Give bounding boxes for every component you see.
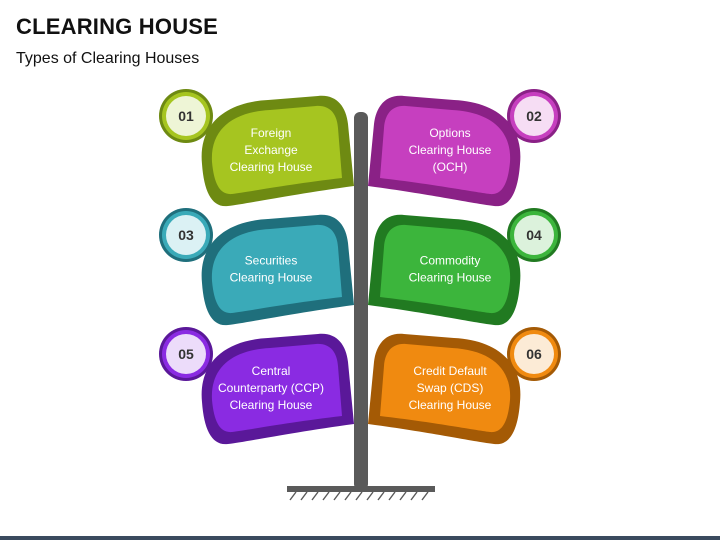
number-badge-label: 03: [178, 227, 194, 243]
number-badge-label: 01: [178, 108, 194, 124]
ground-hatch-mark: [399, 491, 407, 501]
number-badge: [166, 215, 206, 255]
number-badge: [166, 96, 206, 136]
leaf-label-line: Securities: [245, 254, 298, 268]
leaf-body: [211, 105, 342, 195]
number-badge-label: 06: [526, 346, 542, 362]
leaf-label-line: Exchange: [244, 143, 298, 157]
leaf-label-line: Swap (CDS): [417, 381, 484, 395]
page-title: CLEARING HOUSE: [16, 14, 219, 39]
leaf-body: [380, 343, 511, 433]
number-badge: [514, 96, 554, 136]
leaf-body: [211, 224, 342, 314]
leaf-label-line: Clearing House: [230, 398, 313, 412]
leaf-label-line: Clearing House: [230, 160, 313, 174]
ground-hatch-mark: [333, 491, 341, 501]
ground-hatch-mark: [388, 491, 396, 501]
leaf-label-line: Clearing House: [409, 271, 492, 285]
leaf-label-line: Clearing House: [409, 143, 492, 157]
ground-hatch: [289, 491, 429, 501]
page-subtitle: Types of Clearing Houses: [16, 50, 200, 67]
leaf-label-line: Commodity: [420, 254, 481, 268]
leaf-body: [211, 343, 342, 433]
ground-hatch-mark: [377, 491, 385, 501]
ground-hatch-mark: [300, 491, 308, 501]
bottom-bar: [0, 536, 720, 540]
ground-hatch-mark: [322, 491, 330, 501]
ground-hatch-mark: [366, 491, 374, 501]
leaf-label-line: Clearing House: [409, 398, 492, 412]
leaf-label-line: Clearing House: [230, 271, 313, 285]
leaf-label-line: Options: [429, 126, 470, 140]
ground-hatch-mark: [410, 491, 418, 501]
leaf-label-line: Counterparty (CCP): [218, 381, 324, 395]
leaf-label-line: Foreign: [251, 126, 292, 140]
number-badge: [166, 334, 206, 374]
tree-stem: [354, 112, 368, 490]
leaf-body: [380, 105, 511, 195]
leaf-label-line: Central: [252, 364, 291, 378]
ground-hatch-mark: [344, 491, 352, 501]
ground-hatch-mark: [311, 491, 319, 501]
number-badge-label: 05: [178, 346, 194, 362]
number-badge-label: 04: [526, 227, 542, 243]
number-badge: [514, 215, 554, 255]
number-badge: [514, 334, 554, 374]
ground-hatch-mark: [355, 491, 363, 501]
leaf-body: [380, 224, 511, 314]
ground-hatch-mark: [289, 491, 297, 501]
leaf-label-line: Credit Default: [413, 364, 487, 378]
leaf-label-line: (OCH): [433, 160, 468, 174]
number-badge-label: 02: [526, 108, 542, 124]
tree-base: [287, 486, 435, 492]
ground-hatch-mark: [421, 491, 429, 501]
